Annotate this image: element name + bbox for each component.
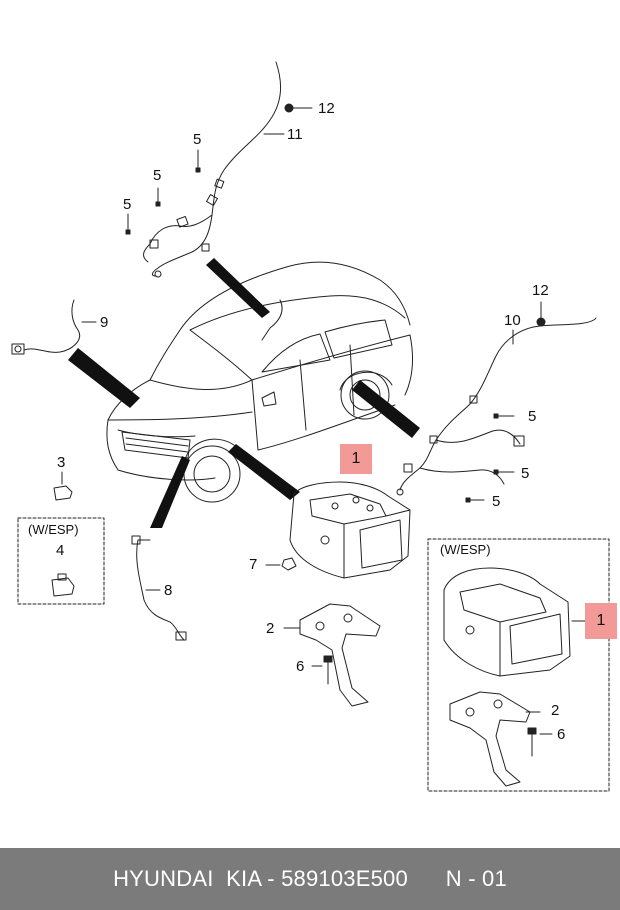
footer-brand-partno: HYUNDAI KIA - 589103E500 (113, 866, 408, 891)
callout-3: 3 (57, 454, 66, 471)
callout-5-d: 5 (528, 408, 537, 425)
bracket-2-esp (449, 691, 541, 787)
callout-1-esp: 1 (585, 603, 617, 639)
callout-5-c: 5 (123, 196, 132, 213)
callout-11: 11 (287, 126, 303, 143)
callout-5-f: 5 (492, 493, 501, 510)
callout-6: 6 (296, 658, 305, 675)
esp-box-left (17, 517, 105, 605)
esp-tag-right: (W/ESP) (440, 542, 491, 557)
nut-7 (265, 557, 297, 571)
callout-12-right: 12 (532, 282, 549, 299)
callout-1-main: 1 (340, 444, 372, 474)
bolts-5-right (465, 413, 515, 503)
callout-9: 9 (100, 314, 109, 331)
rear-sensor-lead (261, 299, 283, 341)
part-4 (51, 573, 75, 597)
front-sensor-harness-11 (143, 61, 281, 278)
bolt-6 (311, 655, 333, 685)
footer-gap (408, 866, 446, 892)
hecu-esp (443, 567, 587, 677)
esp-box-right (427, 538, 610, 792)
part-3 (53, 471, 73, 501)
callout-5-a: 5 (193, 131, 202, 148)
callout-12-top: 12 (318, 100, 335, 117)
clip-12-right (536, 301, 546, 327)
bolt-6-esp (527, 727, 553, 757)
hecu-main (289, 481, 411, 579)
footer-page: N - 01 (445, 866, 507, 891)
callout-7: 7 (249, 556, 258, 573)
rear-sensor-harness-10 (396, 317, 597, 496)
callout-5-b: 5 (153, 167, 162, 184)
callout-10: 10 (504, 312, 521, 329)
esp-tag-left: (W/ESP) (28, 522, 79, 537)
bolts-5-upper (125, 149, 201, 235)
diagram-drawing (11, 61, 610, 792)
callout-2-esp: 2 (551, 702, 560, 719)
callout-5-e: 5 (521, 465, 530, 482)
callout-4: 4 (56, 542, 65, 559)
clip-12-top (284, 103, 313, 113)
sensor-8 (131, 535, 187, 641)
pointer-arrows (68, 258, 420, 528)
bracket-2 (283, 603, 381, 707)
callout-2: 2 (266, 620, 275, 637)
footer-bar: HYUNDAI KIA - 589103E500 N - 01 (0, 848, 620, 910)
vehicle-outline (106, 261, 413, 503)
callout-8: 8 (164, 582, 173, 599)
sensor-9 (11, 299, 97, 355)
callout-6-esp: 6 (557, 726, 566, 743)
